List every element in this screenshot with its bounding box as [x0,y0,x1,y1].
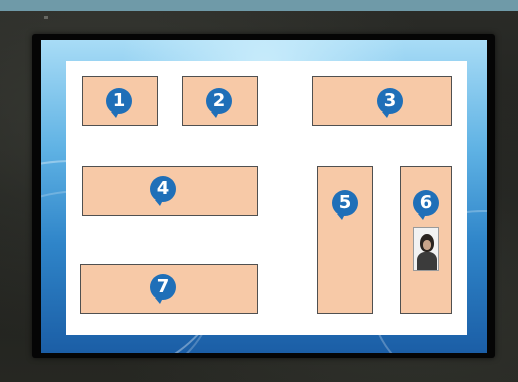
number-badge-2: 2 [206,88,232,114]
layout-cell-5[interactable] [317,166,373,314]
number-badge-1: 1 [106,88,132,114]
portrait-body [417,252,437,271]
window-top-strip [0,0,518,11]
number-badge-7: 7 [150,274,176,300]
portrait-face [423,240,431,250]
number-badge-6: 6 [413,190,439,216]
number-badge-4: 4 [150,176,176,202]
person-portrait-icon [413,227,439,271]
number-badge-5: 5 [332,190,358,216]
chalk-mark [44,16,48,19]
number-badge-3: 3 [377,88,403,114]
